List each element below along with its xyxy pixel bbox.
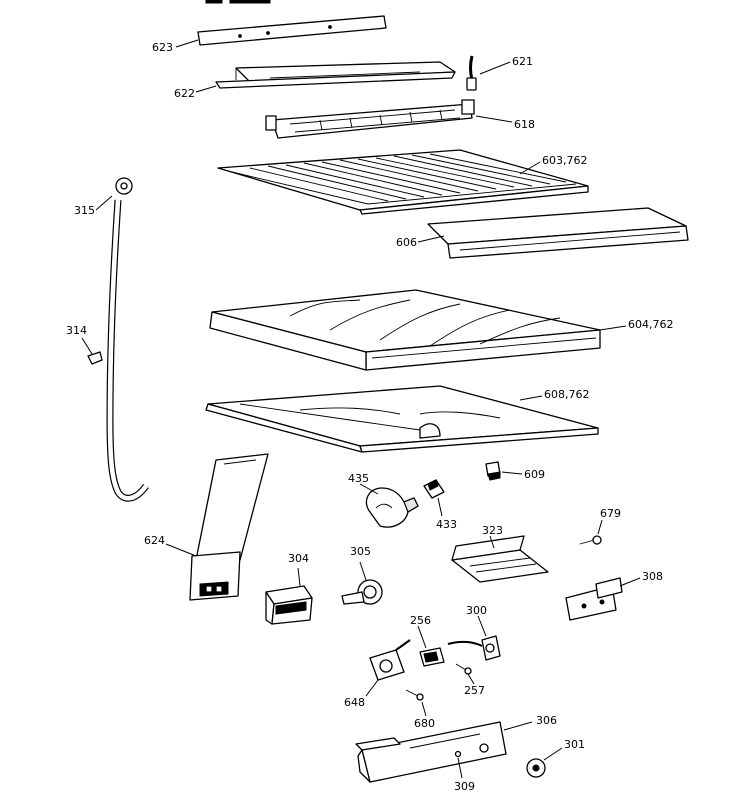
part-624-panel[interactable] <box>189 453 269 601</box>
callout-679: 679 <box>600 507 621 520</box>
part-608-tray[interactable] <box>205 385 599 453</box>
part-315-tube[interactable] <box>106 177 149 502</box>
callout-618: 618 <box>514 118 535 131</box>
part-301-knob[interactable] <box>526 758 546 778</box>
part-308-plate[interactable] <box>565 577 623 621</box>
part-257-screw[interactable] <box>455 663 472 675</box>
callout-435: 435 <box>348 472 369 485</box>
callout-257: 257 <box>464 684 485 697</box>
callout-622: 622 <box>174 87 195 100</box>
callout-603: 603,762 <box>542 154 588 167</box>
part-648-timer[interactable] <box>369 639 411 681</box>
part-622-bracket[interactable] <box>215 61 456 89</box>
callout-623: 623 <box>152 41 173 54</box>
callout-624: 624 <box>144 534 165 547</box>
part-306-housing[interactable] <box>355 721 507 783</box>
part-623-strip[interactable] <box>197 15 387 46</box>
callout-306: 306 <box>536 714 557 727</box>
callout-308: 308 <box>642 570 663 583</box>
callout-433: 433 <box>436 518 457 531</box>
callout-323: 323 <box>482 524 503 537</box>
part-304-switch[interactable] <box>265 585 313 625</box>
part-606-cover[interactable] <box>427 207 689 259</box>
header-fragment <box>205 0 271 4</box>
callout-301: 301 <box>564 738 585 751</box>
callout-300: 300 <box>466 604 487 617</box>
part-305-dial[interactable] <box>341 579 383 605</box>
part-323-housing[interactable] <box>451 535 549 583</box>
callout-648: 648 <box>344 696 365 709</box>
callout-256: 256 <box>410 614 431 627</box>
callout-606: 606 <box>396 236 417 249</box>
callout-621: 621 <box>512 55 533 68</box>
callout-314: 314 <box>66 324 87 337</box>
callout-604: 604,762 <box>628 318 674 331</box>
part-680-screw[interactable] <box>405 689 424 701</box>
callout-304: 304 <box>288 552 309 565</box>
part-314-clip[interactable] <box>87 351 103 365</box>
part-679-screw[interactable] <box>579 535 602 545</box>
callout-305: 305 <box>350 545 371 558</box>
part-603-shelf[interactable] <box>217 149 589 215</box>
callout-309: 309 <box>454 780 475 793</box>
part-618-rail[interactable] <box>265 99 475 139</box>
part-604-pan[interactable] <box>209 289 601 371</box>
callout-609: 609 <box>524 468 545 481</box>
part-300-thermostat[interactable] <box>447 635 501 661</box>
part-256-relay[interactable] <box>419 647 445 667</box>
part-433-socket[interactable] <box>423 479 445 499</box>
part-621-connector[interactable] <box>466 55 477 91</box>
callout-680: 680 <box>414 717 435 730</box>
part-435-bulb[interactable] <box>365 487 419 528</box>
callout-315: 315 <box>74 204 95 217</box>
part-609-cap[interactable] <box>485 461 501 481</box>
callout-608: 608,762 <box>544 388 590 401</box>
